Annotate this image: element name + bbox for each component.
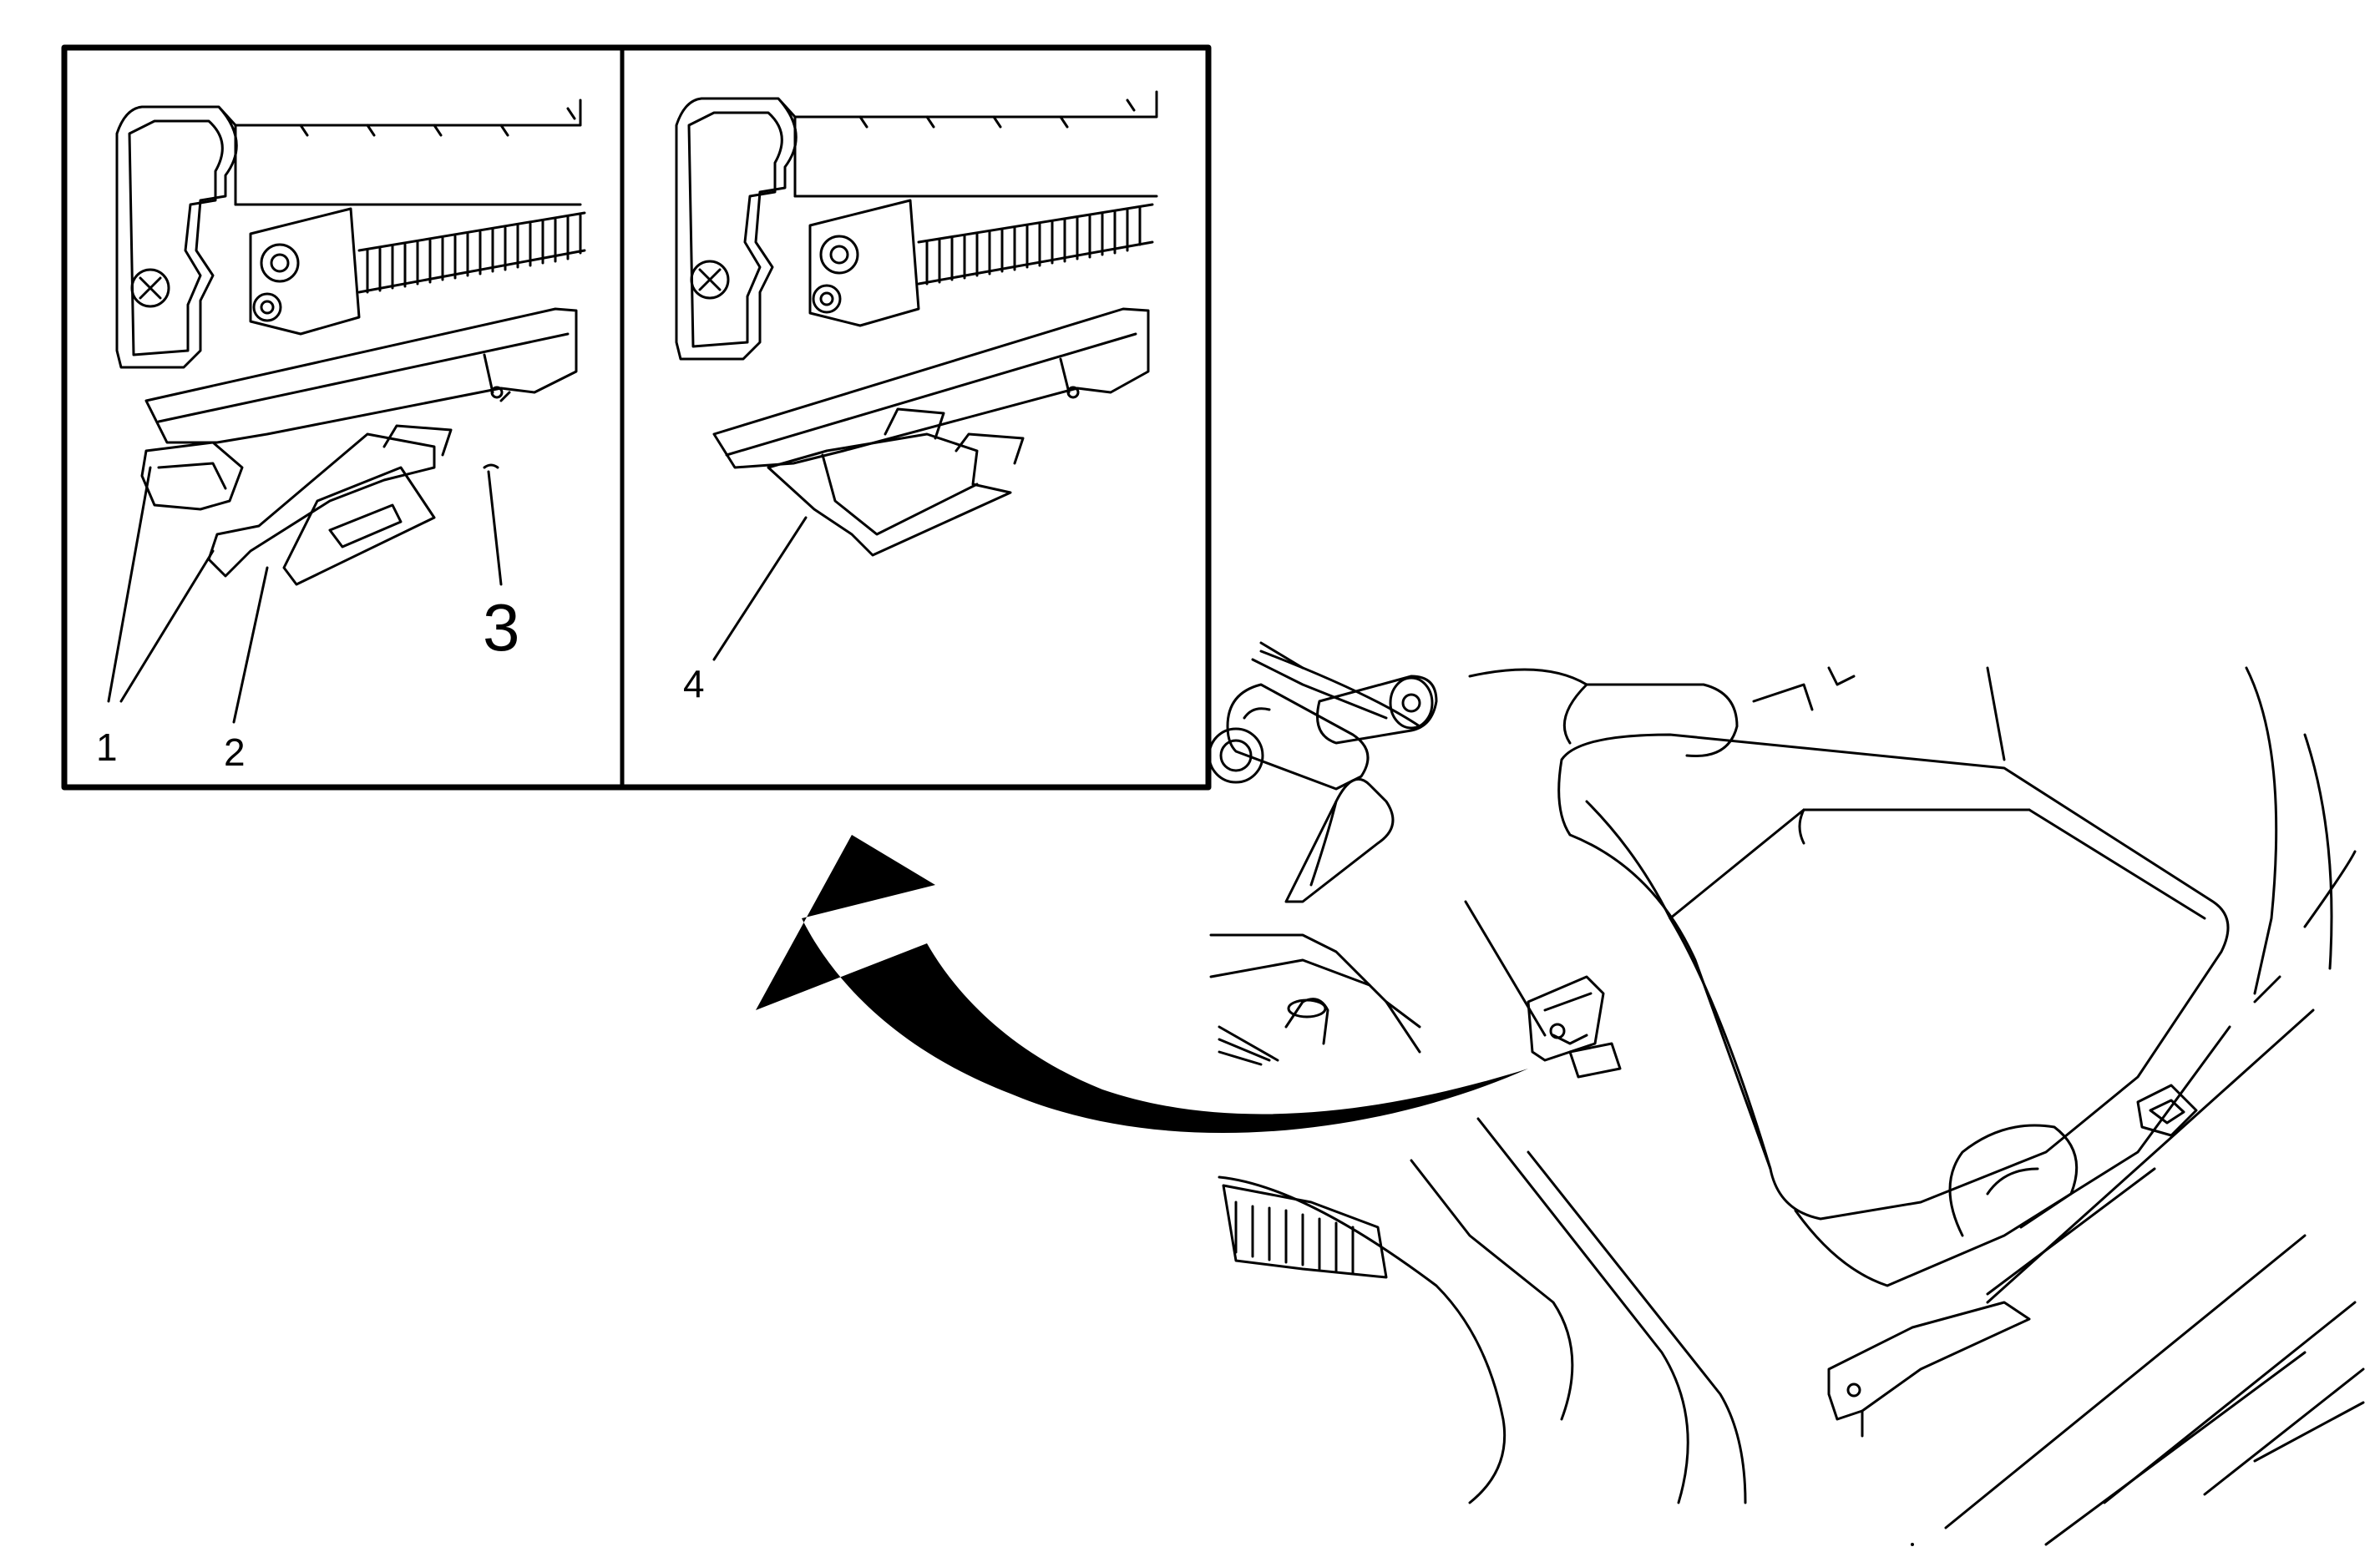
- bracket: [808, 199, 920, 327]
- screw-head: [690, 260, 730, 300]
- bolt: [260, 243, 300, 283]
- seat-track-front: [1527, 975, 1605, 1062]
- vehicle-scene: [1208, 641, 2365, 1546]
- spring: [357, 211, 586, 294]
- lower-bracket: [207, 432, 436, 578]
- bolt: [819, 235, 859, 275]
- leader-2: [232, 566, 269, 724]
- floor-vent: [1222, 1184, 1388, 1279]
- leader-1b: [119, 549, 215, 703]
- bracket: [249, 207, 361, 336]
- curved-arrow: [756, 835, 1528, 1134]
- callout-1: 1: [96, 725, 118, 769]
- detail-panel-right: [675, 90, 1158, 661]
- seat-switch: [2136, 1084, 2198, 1137]
- callout-2: 2: [224, 730, 246, 774]
- latch-tab: [140, 441, 244, 511]
- lower-rail: [144, 307, 578, 444]
- screw-head: [130, 268, 170, 308]
- mounting-plate: [767, 432, 1012, 557]
- leader-1a: [107, 466, 152, 703]
- seat-cushion: [1557, 733, 2230, 1221]
- callout-3: 3: [483, 590, 520, 665]
- leader-3: [487, 470, 503, 586]
- lower-rail: [712, 307, 1150, 469]
- spring: [917, 203, 1154, 286]
- callout-4: 4: [683, 662, 705, 705]
- leader-4: [712, 516, 808, 661]
- detail-panel-left: [107, 99, 586, 724]
- detail-frame-outer: [61, 44, 1212, 791]
- turn-signal-stalk: [1316, 675, 1438, 745]
